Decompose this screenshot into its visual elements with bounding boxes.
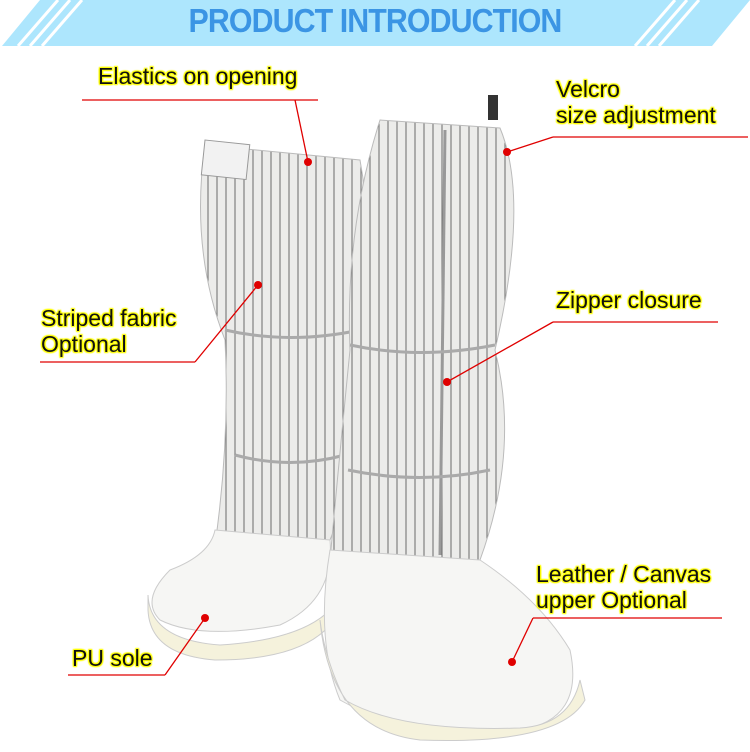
- label-zipper: Zipper closure: [556, 287, 702, 313]
- marker-dots: [201, 148, 516, 666]
- label-pu-sole: PU sole: [72, 645, 153, 671]
- label-upper: Leather / Canvas upper Optional: [536, 561, 711, 613]
- page-title: PRODUCT INTRODUCTION: [188, 2, 563, 39]
- label-velcro: Velcro size adjustment: [556, 76, 716, 128]
- right-boot: [319, 95, 586, 741]
- label-upper-line2: upper Optional: [536, 587, 687, 613]
- label-fabric-line1: Striped fabric: [41, 305, 177, 331]
- label-upper-line1: Leather / Canvas: [536, 561, 712, 587]
- label-velcro-line1: Velcro: [556, 76, 620, 102]
- label-velcro-line2: size adjustment: [556, 102, 716, 128]
- left-boot: [147, 139, 367, 661]
- label-fabric-line2: Optional: [41, 331, 127, 357]
- header-banner: [2, 0, 750, 47]
- leader-lines: [40, 99, 748, 676]
- label-striped-fabric: Striped fabric Optional: [41, 305, 177, 357]
- label-elastics: Elastics on opening: [98, 63, 298, 89]
